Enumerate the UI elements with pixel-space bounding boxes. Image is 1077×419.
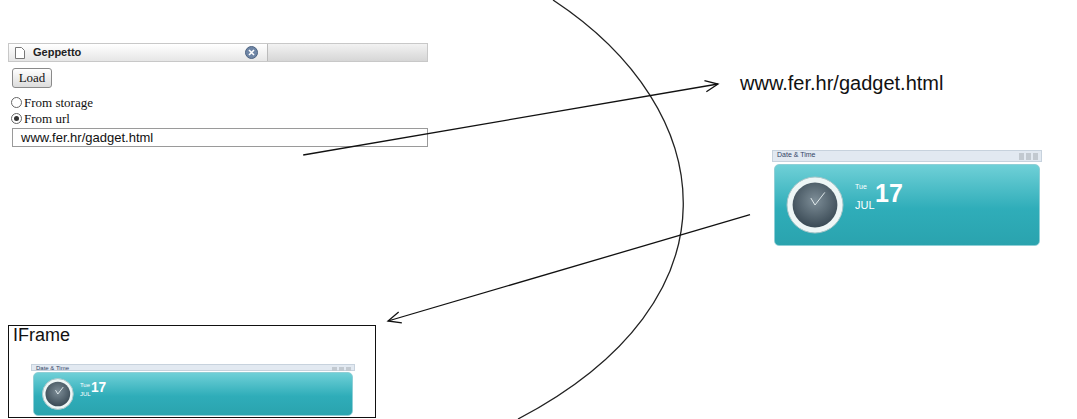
radio-ring <box>12 98 22 108</box>
month-text: JUL <box>80 391 91 397</box>
url-label: www.fer.hr/gadget.html <box>740 72 943 95</box>
day-number: 17 <box>91 381 106 395</box>
header-button <box>1026 153 1031 160</box>
header-button <box>1019 153 1024 160</box>
flow-arrow <box>388 215 750 323</box>
day-number: 17 <box>875 181 903 206</box>
flow-arrow <box>303 81 718 155</box>
gadget-widget: Date & TimeTueJUL17 <box>772 150 1042 248</box>
clock-hand <box>56 390 58 394</box>
gadget-title: Date & Time <box>36 365 69 371</box>
clock-rim <box>787 177 843 233</box>
boundary-curve <box>518 0 683 419</box>
panel-title-bar: Geppetto <box>8 43 428 62</box>
arrow-line <box>303 84 718 155</box>
header-button <box>332 367 337 371</box>
panel-title: Geppetto <box>33 46 81 58</box>
gadget-header: Date & Time <box>31 364 355 371</box>
radio-label: From url <box>24 111 70 127</box>
clock-dial <box>45 382 70 407</box>
radio-button <box>11 113 22 124</box>
clock-hand <box>815 192 825 205</box>
header-button <box>346 367 351 371</box>
iframe-label: IFrame <box>13 325 70 346</box>
close-icon-circle <box>246 47 258 59</box>
gadget-panel: GeppettoFrom storageFrom url Load www.fer.… <box>8 43 428 149</box>
clock-dial <box>793 183 838 228</box>
document-icon-shape <box>16 48 25 59</box>
radio-dot <box>14 116 19 121</box>
input-value: www.fer.hr/gadget.html <box>21 130 153 145</box>
gadget-header-buttons <box>1019 153 1039 160</box>
clock-hand <box>811 198 815 205</box>
gadget-header: Date & Time <box>772 150 1042 162</box>
close-icon-cross <box>249 50 254 55</box>
clock-face <box>775 165 857 245</box>
gadget-title: Date & Time <box>777 151 816 158</box>
clock-hand <box>58 387 63 394</box>
arrow-head <box>704 81 718 92</box>
month-text: JUL <box>855 200 875 211</box>
document-icon <box>15 47 25 59</box>
clock-face <box>34 373 84 415</box>
gadget-widget: Date & TimeTueJUL17 <box>31 364 355 418</box>
url-input: www.fer.hr/gadget.html <box>12 128 428 147</box>
gadget-body: TueJUL17 <box>33 372 353 416</box>
arrow-head <box>388 312 402 323</box>
weekday-text: Tue <box>855 183 867 190</box>
radio-label: From storage <box>24 95 93 111</box>
url-text: www.fer.hr/gadget.html <box>720 70 1050 98</box>
close-icon <box>245 46 258 59</box>
header-button <box>339 367 344 371</box>
weekday-text: Tue <box>80 382 90 388</box>
header-button <box>1033 153 1038 160</box>
arrow-line <box>388 215 750 321</box>
gadget-body: TueJUL17 <box>774 164 1040 246</box>
load-button: Load <box>12 68 52 88</box>
radio-ring <box>12 114 22 124</box>
gadget-header-buttons <box>332 367 352 371</box>
iframe-box: IFrameDate & TimeTueJUL17 <box>8 325 376 418</box>
button-label: Load <box>13 70 51 86</box>
clock-rim <box>42 379 73 410</box>
radio-button <box>11 97 22 108</box>
